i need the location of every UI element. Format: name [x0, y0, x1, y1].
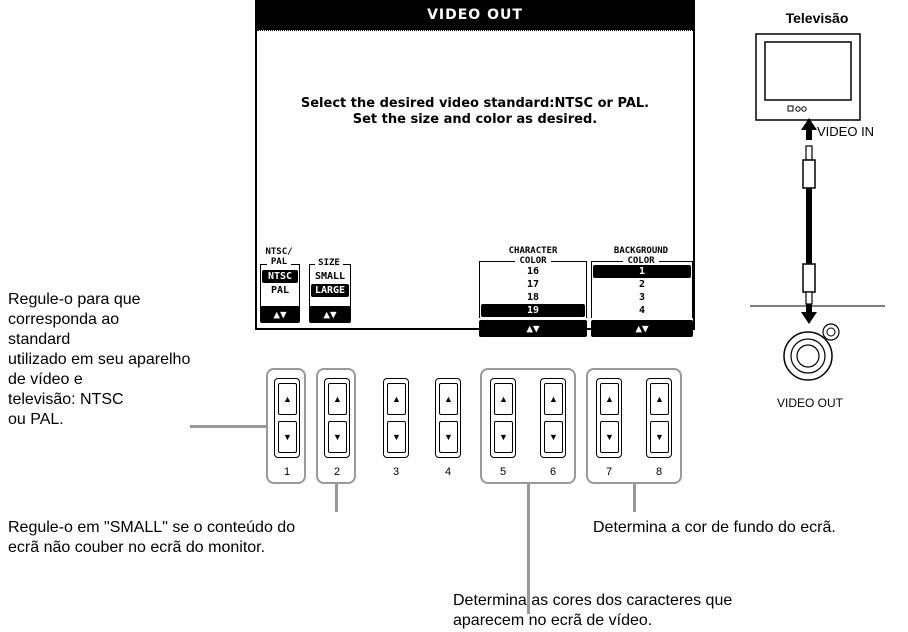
large-option[interactable]: LARGE: [311, 284, 349, 297]
ntsc-pal-callout-line1: Regule-o para que: [8, 291, 141, 308]
screen-message-line1: Select the desired video standard:NTSC o…: [300, 96, 650, 111]
button-number-8: 8: [655, 466, 663, 478]
size-callout: Regule-o em "SMALL" se o conteúdo do ecr…: [8, 518, 348, 558]
button-3-down[interactable]: ▼: [387, 421, 406, 453]
button-number-2: 2: [333, 466, 341, 478]
button-8[interactable]: ▲ ▼: [646, 378, 672, 458]
button-6[interactable]: ▲ ▼: [540, 378, 566, 458]
callout-line-size: [335, 484, 338, 512]
arrow-down-icon: [801, 304, 817, 324]
character-color-18[interactable]: 18: [526, 292, 540, 303]
ntsc-pal-label: NTSC/: [265, 247, 293, 257]
background-color-label: BACKGROUND: [613, 246, 669, 256]
video-out-screen: VIDEO OUT Select the desired video stand…: [255, 0, 695, 337]
button-7-down[interactable]: ▼: [600, 421, 619, 453]
background-color-arrows[interactable]: ▲▼: [591, 320, 693, 337]
size-callout-line2: ecrã não couber no ecrã do monitor.: [8, 539, 266, 556]
video-out-label: VIDEO OUT: [776, 396, 843, 410]
character-callout-line1: Determina as cores dos caracteres que: [453, 592, 733, 609]
background-color-2[interactable]: 2: [638, 279, 646, 290]
tv-label: Televisão: [785, 10, 849, 26]
ntsc-pal-callout-line7: ou PAL.: [8, 411, 64, 428]
background-color-4[interactable]: 4: [638, 305, 646, 316]
character-callout-line2: aparecem no ecrã de vídeo.: [453, 612, 653, 629]
button-2-down[interactable]: ▼: [328, 421, 347, 453]
button-number-7: 7: [605, 466, 613, 478]
button-4-up[interactable]: ▲: [439, 383, 458, 415]
button-1-down[interactable]: ▼: [278, 421, 297, 453]
size-label: SIZE: [315, 258, 343, 268]
button-5[interactable]: ▲ ▼: [490, 378, 516, 458]
cable-icon: [802, 145, 816, 305]
screen-message-line2: Set the size and color as desired.: [352, 112, 598, 127]
button-1[interactable]: ▲ ▼: [274, 378, 300, 458]
background-color-label-2: COLOR: [623, 256, 659, 266]
ntsc-pal-arrows[interactable]: ▲▼: [260, 306, 300, 323]
button-number-4: 4: [444, 466, 452, 478]
button-8-down[interactable]: ▼: [650, 421, 669, 453]
buttons-5-6-highlight: [480, 368, 576, 484]
button-6-up[interactable]: ▲: [544, 383, 563, 415]
button-6-down[interactable]: ▼: [544, 421, 563, 453]
character-color-19[interactable]: 19: [481, 304, 585, 317]
character-color-16[interactable]: 16: [526, 266, 540, 277]
video-out-jack-icon: [783, 323, 840, 381]
button-7[interactable]: ▲ ▼: [596, 378, 622, 458]
ntsc-pal-callout-line2: corresponda ao: [8, 311, 120, 328]
ntsc-pal-label-2: PAL: [267, 257, 291, 267]
callout-line-ntsc: [190, 425, 266, 428]
button-number-1: 1: [283, 466, 291, 478]
button-number-6: 6: [549, 466, 557, 478]
button-4[interactable]: ▲ ▼: [435, 378, 461, 458]
button-2-highlight: [316, 368, 356, 484]
button-2[interactable]: ▲ ▼: [324, 378, 350, 458]
button-5-down[interactable]: ▼: [494, 421, 513, 453]
character-color-arrows[interactable]: ▲▼: [479, 320, 587, 337]
character-color-label: CHARACTER: [508, 246, 558, 256]
background-callout: Determina a cor de fundo do ecrã.: [593, 519, 836, 536]
background-color-3[interactable]: 3: [638, 292, 646, 303]
character-callout: Determina as cores dos caracteres que ap…: [453, 591, 793, 631]
callout-line-background: [633, 484, 636, 512]
pal-option[interactable]: PAL: [270, 285, 290, 296]
ntsc-pal-callout-line3: standard: [8, 331, 71, 348]
character-color-17[interactable]: 17: [526, 279, 540, 290]
character-color-label-2: COLOR: [515, 256, 551, 266]
callout-line-character: [527, 484, 530, 614]
title-divider: [257, 30, 693, 31]
buttons-7-8-highlight: [586, 368, 682, 484]
button-5-up[interactable]: ▲: [494, 383, 513, 415]
size-arrows[interactable]: ▲▼: [309, 306, 351, 323]
ntsc-pal-callout-line6: televisão: NTSC: [8, 391, 124, 408]
ntsc-pal-callout-line4: utilizado em seu aparelho: [8, 351, 191, 368]
size-callout-line1: Regule-o em "SMALL" se o conteúdo do: [8, 519, 296, 536]
ntsc-pal-callout: Regule-o para que corresponda ao standar…: [8, 290, 253, 430]
screen-title: VIDEO OUT: [257, 2, 693, 30]
ntsc-pal-callout-line5: de vídeo e: [8, 371, 83, 388]
small-option[interactable]: SMALL: [314, 271, 346, 282]
button-2-up[interactable]: ▲: [328, 383, 347, 415]
button-4-down[interactable]: ▼: [439, 421, 458, 453]
video-in-label: VIDEO IN: [817, 124, 875, 139]
button-7-up[interactable]: ▲: [600, 383, 619, 415]
button-3-up[interactable]: ▲: [387, 383, 406, 415]
background-color-1[interactable]: 1: [593, 265, 691, 278]
button-number-5: 5: [499, 466, 507, 478]
television-icon: [755, 33, 861, 121]
button-number-3: 3: [392, 466, 400, 478]
button-8-up[interactable]: ▲: [650, 383, 669, 415]
tv-connection-illustration: [750, 33, 885, 381]
button-3[interactable]: ▲ ▼: [383, 378, 409, 458]
button-1-up[interactable]: ▲: [278, 383, 297, 415]
arrow-up-icon: [801, 118, 817, 140]
ntsc-option[interactable]: NTSC: [262, 270, 298, 283]
button-1-highlight: [266, 368, 306, 484]
